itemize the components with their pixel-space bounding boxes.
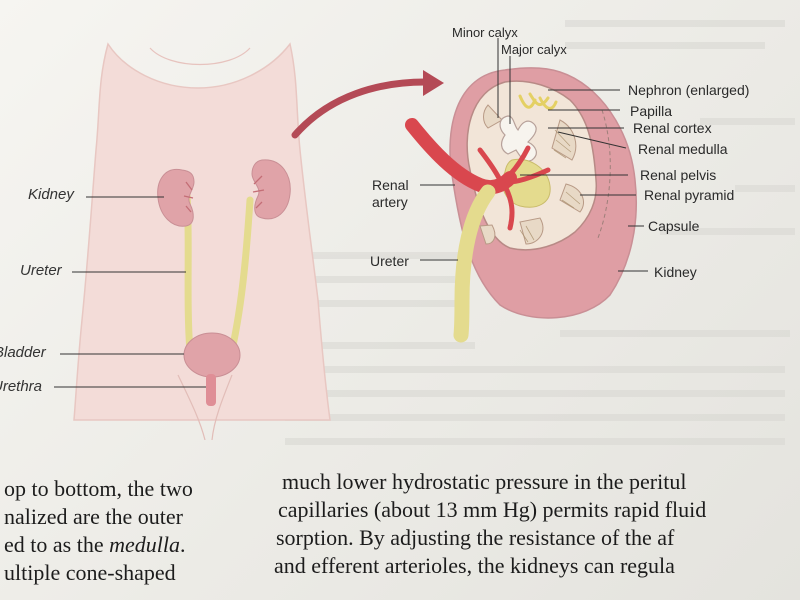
label-renal-artery-1: Renal	[372, 177, 409, 193]
renal-artery	[405, 118, 517, 195]
torso-outline	[73, 42, 331, 421]
label-renal-pelvis: Renal pelvis	[640, 167, 717, 183]
right-column-line-2: capillaries (about 13 mm Hg) permits rap…	[278, 497, 707, 522]
label-kidney-right: Kidney	[654, 264, 697, 280]
right-column-line-1: much lower hydrostatic pressure in the p…	[282, 469, 687, 494]
right-column-line-3: sorption. By adjusting the resistance of…	[276, 525, 675, 550]
kidney-anatomy-figure	[54, 38, 648, 440]
label-capsule: Capsule	[648, 218, 700, 234]
enlarged-ureter	[453, 184, 496, 343]
label-ureter-right: Ureter	[370, 253, 409, 269]
label-nephron: Nephron (enlarged)	[628, 82, 750, 98]
right-column-line-4: and efferent arterioles, the kidneys can…	[274, 553, 675, 578]
bladder	[183, 332, 241, 378]
left-kidney	[157, 168, 195, 227]
left-column-line-2: nalized are the outer	[4, 504, 183, 529]
label-ureter-left: Ureter	[20, 262, 62, 279]
label-kidney-left: Kidney	[28, 186, 74, 203]
label-renal-medulla: Renal medulla	[638, 141, 728, 157]
right-kidney	[251, 159, 291, 220]
label-renal-artery-2: artery	[372, 194, 408, 210]
left-column-line-3: ed to as the medulla.	[4, 532, 186, 557]
label-papilla: Papilla	[630, 103, 673, 119]
label-renal-cortex: Renal cortex	[633, 120, 712, 136]
label-bladder: Bladder	[0, 344, 46, 361]
label-renal-pyramid: Renal pyramid	[644, 187, 735, 203]
label-major-calyx: Major calyx	[501, 42, 567, 57]
urethra	[206, 374, 216, 406]
label-urethra: Urethra	[0, 378, 43, 395]
right-ureter	[228, 196, 254, 354]
left-column-line-4: ultiple cone-shaped	[4, 560, 176, 585]
zoom-arrow	[291, 78, 429, 139]
left-column-line-1: op to bottom, the two	[4, 476, 193, 501]
label-minor-calyx: Minor calyx	[452, 25, 518, 40]
